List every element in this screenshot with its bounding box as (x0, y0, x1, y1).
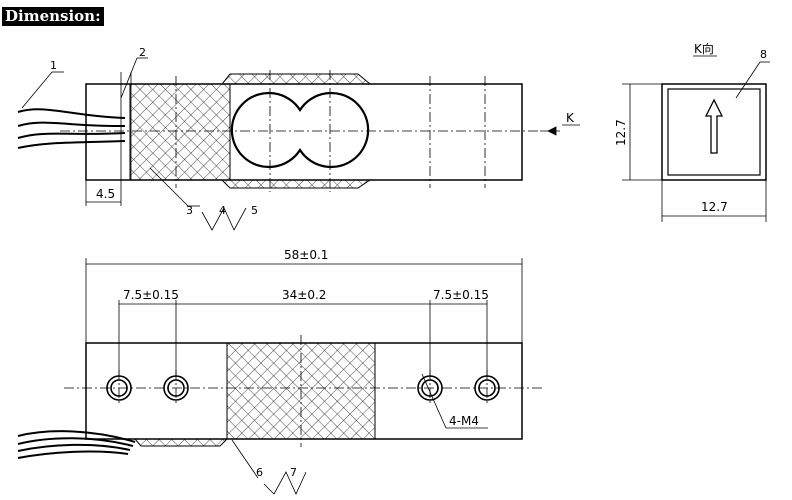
callout-8: 8 (760, 48, 767, 61)
top-lead-wires (17, 108, 126, 149)
front-lead-wires (17, 430, 136, 459)
front-sealant (134, 438, 228, 447)
front-dim-lines (85, 258, 523, 495)
top-view (85, 73, 523, 189)
page-title: Dimension: (2, 7, 104, 26)
dim-hole-left: 7.5±0.15 (123, 288, 179, 302)
front-centerlines (64, 335, 545, 447)
view-k-arrow-label: K (566, 111, 575, 125)
dim-hole-mid: 34±0.2 (282, 288, 326, 302)
view-k-label: K向 (694, 41, 714, 56)
callout-6: 6 (256, 466, 263, 479)
dim-height: 12.7 (614, 119, 628, 146)
direction-arrow-icon (704, 98, 724, 154)
callout-4: 4 (219, 204, 226, 217)
callout-2: 2 (139, 46, 146, 59)
end-view (622, 61, 770, 222)
top-labels: 1 2 3 4 5 4.5 K (50, 46, 575, 217)
top-centerlines (60, 70, 540, 192)
dim-lead-offset: 4.5 (96, 187, 115, 201)
dim-length: 58±0.1 (284, 248, 328, 262)
callout-1: 1 (50, 59, 57, 72)
front-labels: 58±0.1 7.5±0.15 34±0.2 7.5±0.15 4-M4 6 7 (123, 248, 489, 479)
thread-spec: 4-M4 (449, 414, 479, 428)
dim-hole-right: 7.5±0.15 (433, 288, 489, 302)
top-sealant-lower (221, 179, 371, 189)
top-sealant-upper (221, 73, 371, 85)
strain-gauge-cover-top (129, 83, 231, 181)
callout-3: 3 (186, 204, 193, 217)
front-view (85, 342, 523, 447)
end-outer (661, 83, 767, 181)
callout-7: 7 (290, 466, 297, 479)
top-dim-lines (21, 57, 580, 231)
end-inner (667, 88, 761, 176)
end-labels: K向 8 12.7 12.7 (614, 41, 767, 214)
binocular-hole (230, 91, 370, 169)
dim-width: 12.7 (701, 200, 728, 214)
callout-5: 5 (251, 204, 258, 217)
